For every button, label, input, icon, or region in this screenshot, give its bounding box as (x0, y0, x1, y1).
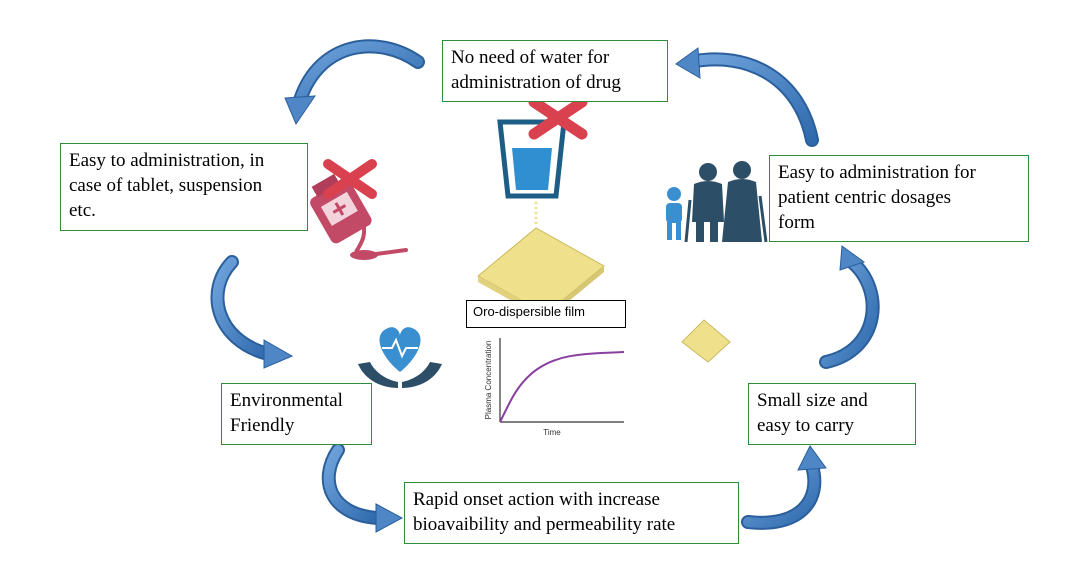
box-small-size-line2: easy to carry (757, 415, 855, 436)
box-easy-tablet-line3: etc. (69, 200, 96, 221)
box-environmental-line1: Environmental (230, 390, 343, 411)
cross-icon (528, 96, 588, 140)
small-film-icon (681, 319, 731, 363)
box-rapid-onset-line1: Rapid onset action with increase (413, 489, 660, 510)
box-patient-centric: Easy to administration for patient centr… (769, 155, 1029, 242)
arrow-left-down (210, 255, 294, 369)
family-icon (666, 161, 768, 243)
chart-y-label: Plasma Concentration (484, 341, 493, 420)
arrow-bottom-left (321, 443, 404, 533)
syrup-bottle-icon (310, 159, 408, 260)
box-rapid-onset-line2: bioavaibility and permeability rate (413, 514, 676, 535)
plasma-chart: Time Plasma Concentration (484, 338, 625, 437)
chart-x-label: Time (543, 428, 561, 437)
box-no-water: No need of water for administration of d… (442, 40, 668, 102)
box-environmental: Environmental Friendly (221, 383, 372, 445)
box-small-size: Small size and easy to carry (748, 383, 916, 445)
box-patient-centric-line1: Easy to administration for (778, 162, 976, 183)
box-environmental-line2: Friendly (230, 415, 295, 436)
box-rapid-onset: Rapid onset action with increase bioavai… (404, 482, 739, 544)
box-patient-centric-line3: form (778, 212, 815, 233)
arrow-bottom-right (741, 445, 827, 530)
cross-icon (323, 159, 377, 199)
film-label: Oro-dispersible film (466, 300, 626, 328)
arrow-right-up (819, 245, 880, 369)
arrow-top-right (675, 47, 819, 147)
box-easy-tablet-line2: case of tablet, suspension (69, 175, 263, 196)
arrow-top-left (284, 39, 425, 126)
box-easy-tablet: Easy to administration, in case of table… (60, 143, 308, 231)
chart-series-line (499, 351, 625, 423)
heart-hands-icon (358, 327, 442, 388)
box-small-size-line1: Small size and (757, 390, 868, 411)
water-cup-icon (497, 96, 588, 226)
box-patient-centric-line2: patient centric dosages (778, 187, 952, 208)
box-easy-tablet-line1: Easy to administration, in (69, 150, 265, 171)
box-no-water-line1: No need of water for (451, 47, 610, 68)
box-no-water-line2: administration of drug (451, 72, 621, 93)
